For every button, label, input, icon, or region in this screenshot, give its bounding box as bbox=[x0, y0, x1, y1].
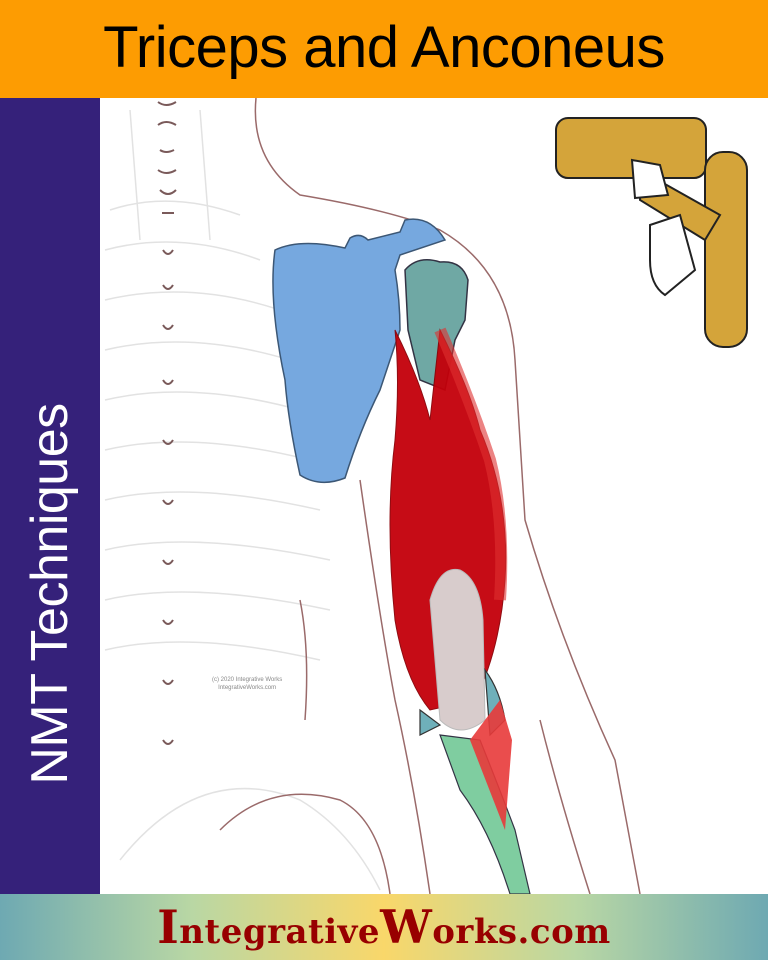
footer-banner: IntegrativeWorks.com bbox=[0, 894, 768, 960]
body-outline bbox=[219, 98, 641, 894]
ribcage-outline bbox=[104, 109, 381, 891]
page-title: Triceps and Anconeus bbox=[103, 14, 665, 80]
copyright-url: IntegrativeWorks.com bbox=[218, 685, 277, 691]
header-banner: Triceps and Anconeus bbox=[0, 0, 768, 98]
scapula bbox=[272, 218, 447, 484]
copyright-note: (c) 2020 Integrative Works IntegrativeWo… bbox=[212, 676, 282, 692]
triceps-tendon bbox=[429, 568, 486, 731]
brand-link[interactable]: IntegrativeWorks.com bbox=[157, 900, 610, 954]
brand-initial-w: W bbox=[380, 900, 433, 954]
brand-part-2: orks.com bbox=[432, 912, 611, 952]
humerus bbox=[404, 259, 469, 392]
anconeus-muscle bbox=[470, 700, 512, 830]
sidebar-band: NMT Techniques bbox=[0, 98, 100, 894]
copyright-line: (c) 2020 Integrative Works bbox=[212, 677, 283, 683]
wooden-massage-tool-icon bbox=[555, 117, 748, 348]
spinous-processes bbox=[157, 101, 177, 745]
anatomy-illustration bbox=[100, 98, 768, 894]
sidebar-label: NMT Techniques bbox=[21, 403, 79, 785]
brand-part-1: ntegrative bbox=[179, 912, 381, 952]
brand-initial-i: I bbox=[157, 900, 180, 954]
